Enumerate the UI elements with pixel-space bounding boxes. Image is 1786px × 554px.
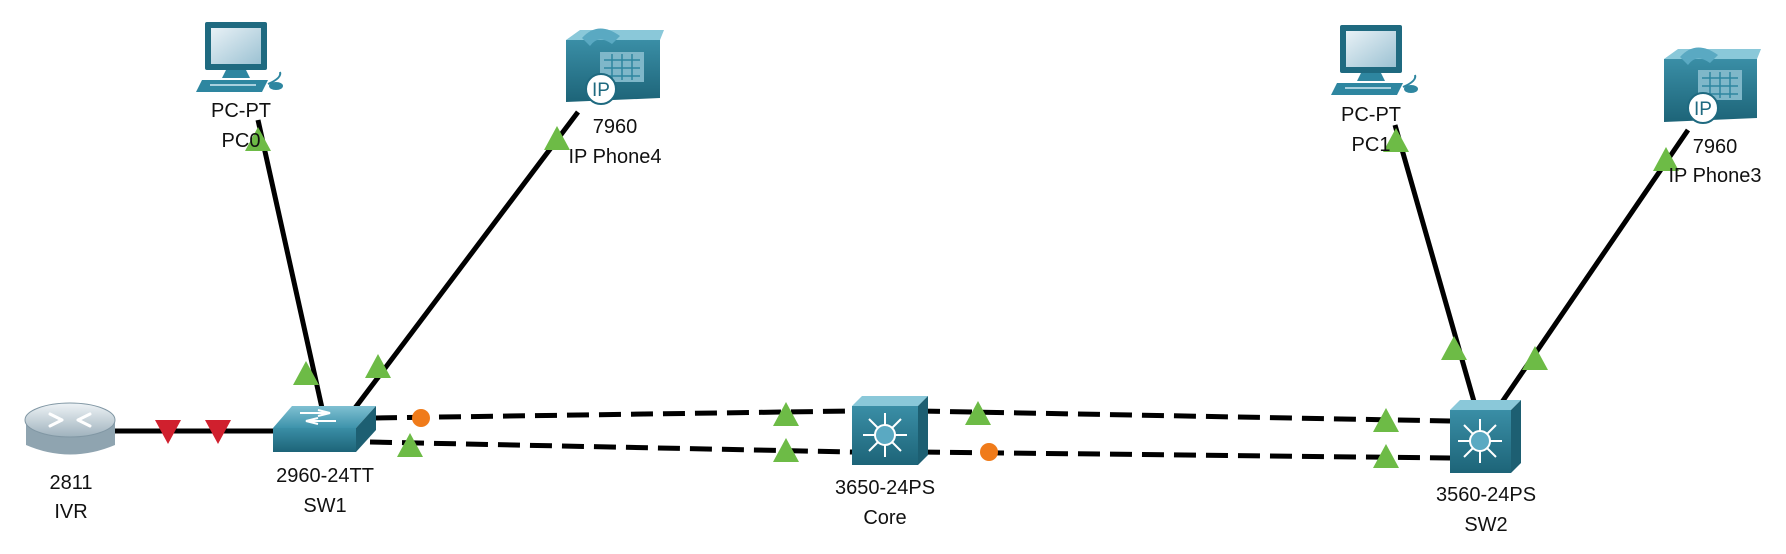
device-name-label: IP Phone3 bbox=[1668, 165, 1762, 187]
ip-phone-icon[interactable]: IP bbox=[566, 28, 664, 105]
switch-icon[interactable] bbox=[273, 406, 376, 452]
link-blocking-indicator bbox=[980, 443, 998, 461]
link-up-indicator bbox=[245, 127, 271, 151]
link-up-indicator bbox=[1653, 147, 1679, 171]
link-sw2-pc1[interactable] bbox=[1392, 124, 1478, 406]
link-up-indicator bbox=[773, 438, 799, 462]
link-sw1-core-2[interactable] bbox=[369, 439, 853, 455]
multilayer-switch-icon[interactable] bbox=[852, 396, 928, 465]
link-up-indicator bbox=[1373, 408, 1399, 432]
ip-phone-icon[interactable]: IP bbox=[1664, 47, 1761, 124]
link-up-indicator bbox=[965, 401, 991, 425]
device-name-label: SW1 bbox=[303, 495, 347, 517]
pc-icon[interactable] bbox=[196, 22, 283, 92]
device-model-label: PC-PT bbox=[211, 100, 271, 122]
link-core-sw2-2[interactable] bbox=[917, 449, 1451, 461]
link-up-indicator bbox=[1383, 128, 1409, 152]
device-name-label: PC0 bbox=[221, 130, 261, 152]
link-up-indicator bbox=[1522, 346, 1548, 370]
device-model-label: 2811 bbox=[49, 472, 93, 494]
device-model-label: 7960 bbox=[1692, 136, 1738, 158]
device-model-label: 2960-24TT bbox=[276, 465, 374, 487]
link-blocking-indicator bbox=[412, 409, 430, 427]
ip-badge: IP bbox=[1694, 99, 1712, 120]
link-down-indicator bbox=[155, 420, 181, 444]
link-sw1-pc0[interactable] bbox=[255, 119, 325, 409]
link-down-indicator bbox=[205, 420, 231, 444]
link-sw1-phone4[interactable] bbox=[353, 110, 580, 410]
link-status-layer bbox=[155, 126, 1679, 468]
links-layer bbox=[115, 110, 1691, 461]
device-name-label: SW2 bbox=[1464, 514, 1508, 536]
device-model-label: 3560-24PS bbox=[1435, 484, 1537, 506]
link-up-indicator bbox=[397, 433, 423, 457]
device-name-label: IVR bbox=[54, 501, 88, 523]
link-sw1-core-1[interactable] bbox=[374, 408, 853, 421]
device-model-label: 7960 bbox=[592, 116, 638, 138]
link-up-indicator bbox=[365, 354, 391, 378]
device-name-label: PC1 bbox=[1351, 134, 1391, 156]
multilayer-switch-icon[interactable] bbox=[1450, 400, 1521, 473]
device-name-label: Core bbox=[863, 507, 907, 529]
device-name-label: IP Phone4 bbox=[568, 146, 662, 168]
device-model-label: PC-PT bbox=[1341, 104, 1401, 126]
device-model-label: 3650-24PS bbox=[834, 477, 936, 499]
router-icon[interactable] bbox=[24, 402, 116, 455]
link-up-indicator bbox=[773, 402, 799, 426]
link-up-indicator bbox=[1441, 336, 1467, 360]
link-up-indicator bbox=[544, 126, 570, 150]
link-core-sw2-1[interactable] bbox=[917, 408, 1451, 424]
link-up-indicator bbox=[293, 361, 319, 385]
ip-badge: IP bbox=[592, 80, 610, 101]
link-up-indicator bbox=[1373, 444, 1399, 468]
pc-icon[interactable] bbox=[1331, 25, 1418, 95]
